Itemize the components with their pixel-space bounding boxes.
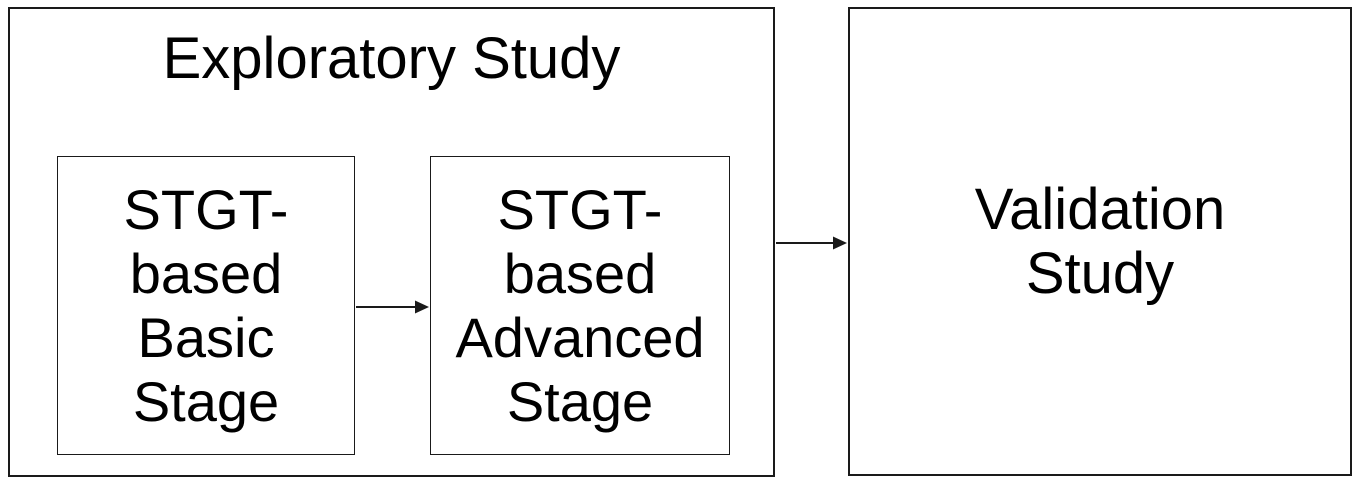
exploratory-study-title: Exploratory Study (162, 26, 621, 91)
stgt-advanced-stage-label: STGT- based Advanced Stage (455, 177, 705, 433)
validation-study-label: Validation Study (974, 176, 1226, 306)
validation-study-box: Validation Study (848, 7, 1352, 476)
stgt-advanced-stage-box: STGT- based Advanced Stage (430, 156, 730, 455)
arrow-exploratory-to-validation-icon (776, 236, 847, 250)
stgt-basic-stage-box: STGT- based Basic Stage (57, 156, 355, 455)
stgt-basic-stage-label: STGT- based Basic Stage (123, 177, 289, 433)
